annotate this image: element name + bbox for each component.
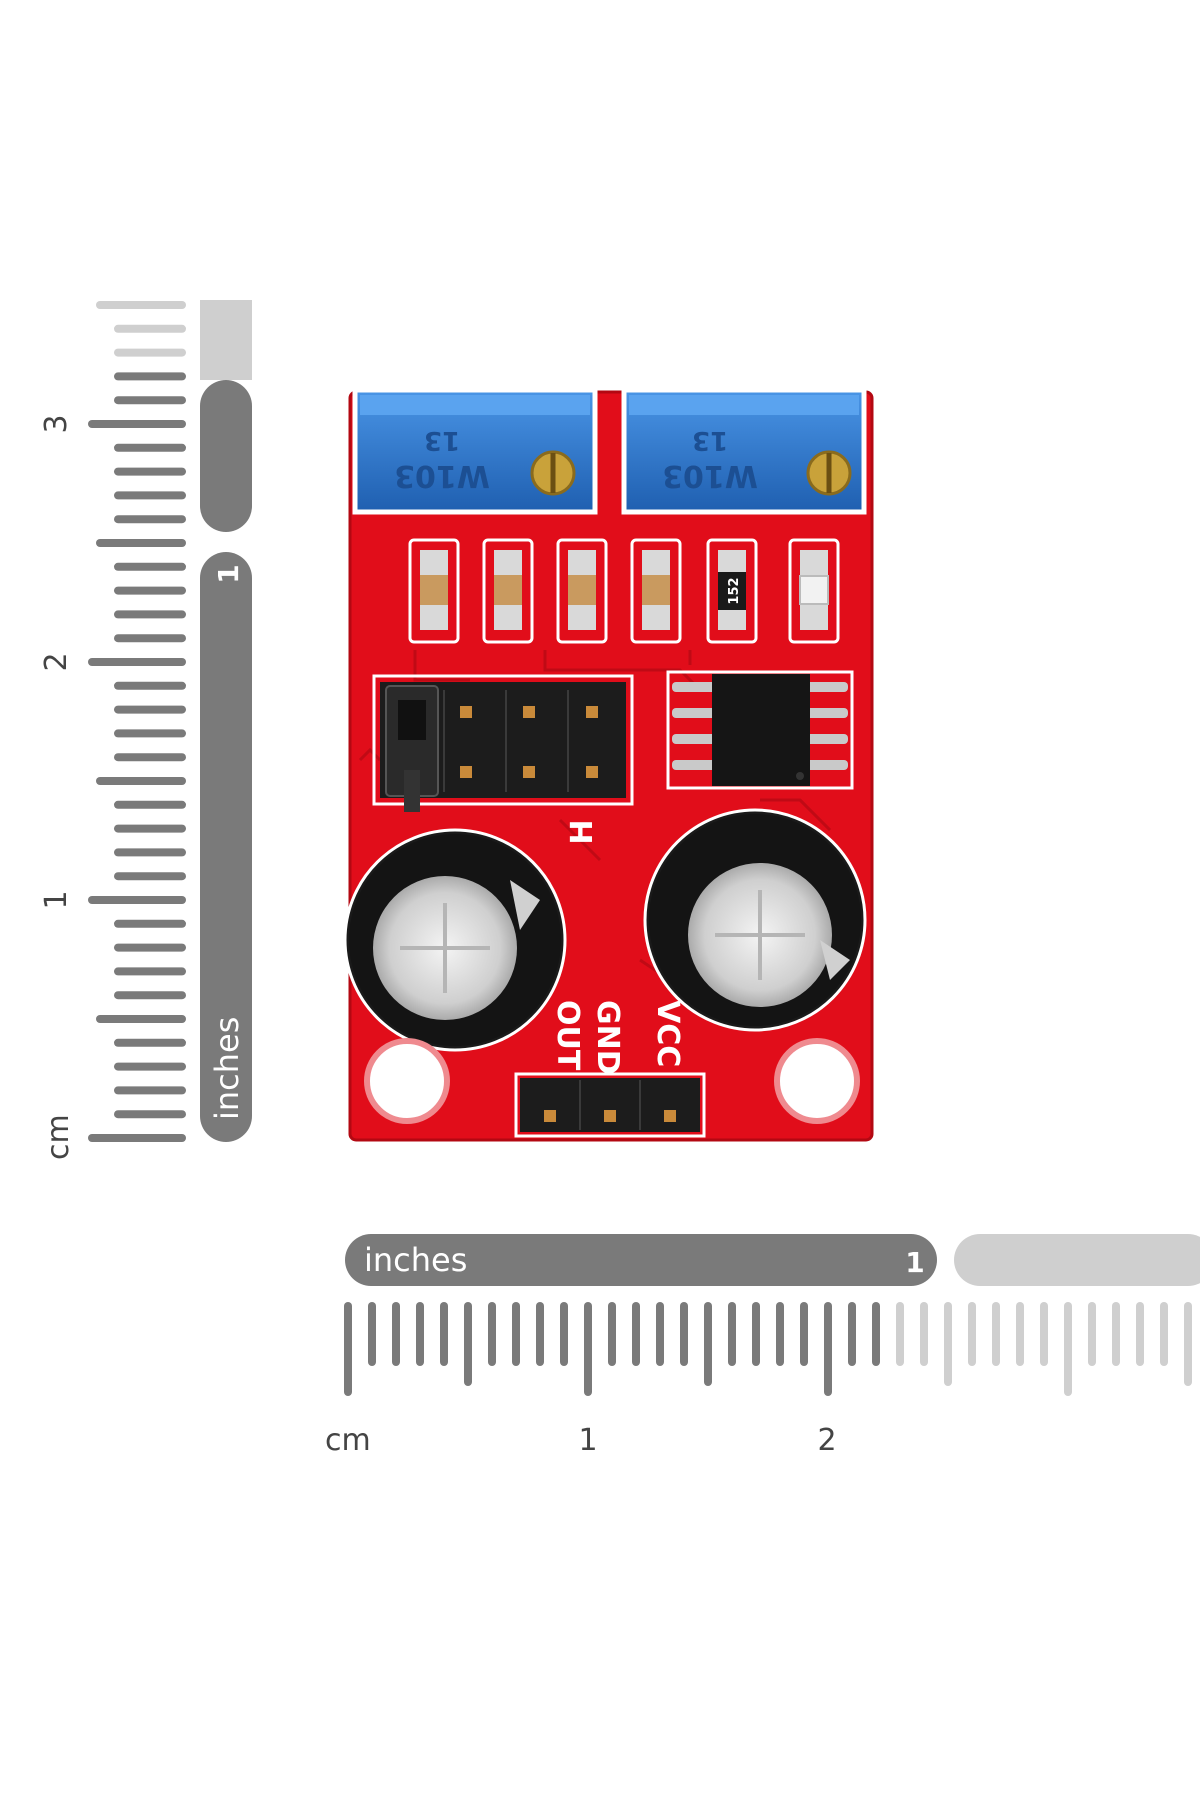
horizontal-cm-number-1: 1	[578, 1423, 597, 1458]
ic-leads	[672, 682, 848, 770]
mounting-hole-right	[774, 1038, 860, 1124]
ic-body	[712, 674, 810, 786]
capacitor-2	[482, 538, 534, 644]
vertical-inch-bar-light	[200, 300, 252, 380]
jumper-label-h: H	[565, 819, 600, 844]
resistor-152: 152	[706, 538, 758, 644]
horizontal-ruler-ticks	[344, 1302, 1192, 1396]
ic-chip	[666, 670, 854, 790]
vertical-inch-label: inches	[208, 1017, 246, 1120]
horizontal-cm-number-2: 2	[817, 1423, 836, 1458]
resistor-code: 152	[727, 577, 742, 604]
smd-components: 152	[408, 538, 840, 644]
vertical-ruler-ticks	[88, 301, 186, 1142]
vertical-inch-bar-dark-lower	[200, 552, 252, 1142]
mounting-holes	[364, 1038, 860, 1124]
header-pins	[460, 706, 598, 778]
pot-right-marking: W103	[662, 458, 758, 493]
pcb-board: 13 W103 13 W103	[343, 387, 874, 1142]
horizontal-inch-bar-light	[954, 1234, 1200, 1286]
horizontal-inch-bar-dark	[345, 1234, 937, 1286]
vertical-inch-bar-dark-upper	[200, 380, 252, 532]
electrolytic-capacitor-left	[343, 828, 567, 1052]
led-indicator	[788, 538, 840, 644]
potentiometer-left: 13 W103	[352, 387, 598, 515]
capacitor-4	[630, 538, 682, 644]
horizontal-cm-label: cm	[325, 1423, 371, 1458]
horizontal-ruler: inches 1 cm 1 2	[325, 1234, 1200, 1458]
horizontal-inch-number: 1	[905, 1246, 924, 1279]
jumper-cap	[385, 685, 439, 812]
pot-right-id: 13	[692, 425, 728, 455]
vertical-cm-number-3: 3	[39, 414, 74, 433]
jumper-header	[372, 674, 634, 812]
capacitor-3	[556, 538, 608, 644]
vertical-inch-number: 1	[212, 564, 245, 583]
horizontal-inch-label: inches	[364, 1241, 467, 1279]
pin-label-out: OUT	[550, 1000, 585, 1071]
electrolytic-capacitor-right	[643, 808, 867, 1032]
potentiometer-right: 13 W103	[621, 387, 867, 515]
capacitor-1	[408, 538, 460, 644]
vertical-ruler: 1 inches cm 1 2 3	[39, 300, 252, 1160]
pot-left-id: 13	[424, 425, 460, 455]
mounting-hole-left	[364, 1038, 450, 1124]
pin-label-vcc: VCC	[650, 1000, 685, 1067]
vertical-cm-number-2: 2	[39, 652, 74, 671]
pin-label-gnd: GND	[590, 1000, 625, 1075]
vertical-cm-number-1: 1	[39, 890, 74, 909]
vertical-cm-label: cm	[41, 1114, 76, 1160]
pot-left-marking: W103	[394, 458, 490, 493]
output-pin-header	[514, 1072, 706, 1138]
